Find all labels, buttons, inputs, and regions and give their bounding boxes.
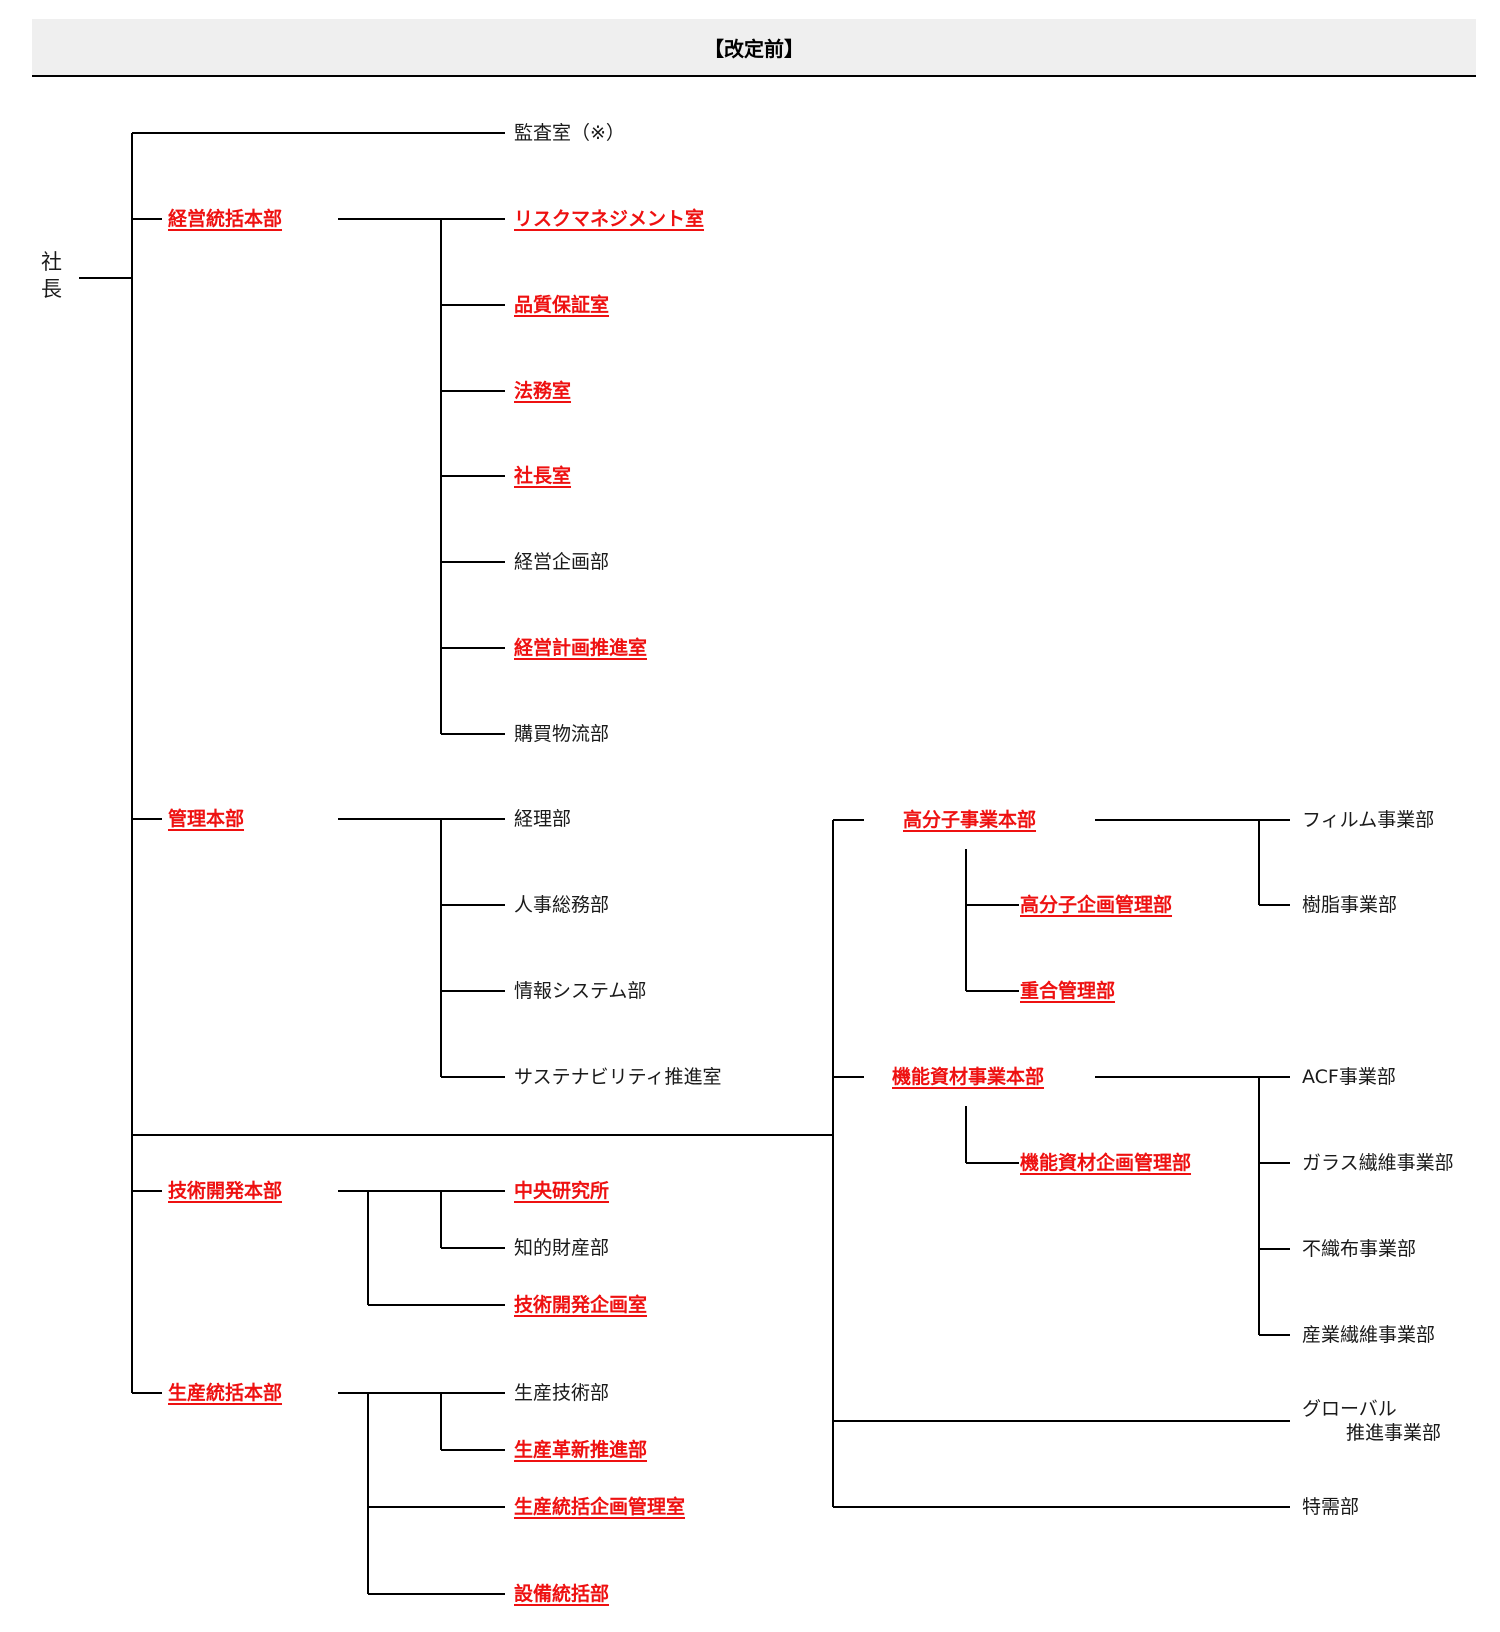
org-unit-information-systems: 情報システム部: [514, 980, 647, 1002]
functional-materials-hq: 機能資材事業本部: [892, 1066, 1045, 1088]
org-unit-film: フィルム事業部: [1302, 809, 1435, 831]
administration-hq: 管理本部: [168, 808, 245, 830]
org-unit-risk-management: リスクマネジメント室: [514, 208, 705, 230]
org-unit-special-demand: 特需部: [1302, 1496, 1360, 1518]
tech-dev-hq: 技術開発本部: [168, 1180, 283, 1202]
org-unit-production-innovation: 生産革新推進部: [514, 1439, 648, 1461]
org-unit-resin: 樹脂事業部: [1302, 894, 1398, 916]
org-unit-central-research: 中央研究所: [514, 1180, 610, 1202]
org-unit-acf: ACF事業部: [1302, 1066, 1396, 1088]
org-unit-sustainability: サステナビリティ推進室: [514, 1066, 722, 1088]
org-unit-facilities: 設備統括部: [514, 1583, 610, 1605]
management-integration-hq: 経営統括本部: [168, 208, 283, 230]
production-hq: 生産統括本部: [168, 1382, 283, 1404]
org-unit-polymerization: 重合管理部: [1020, 980, 1116, 1002]
org-unit-glass-fiber: ガラス繊維事業部: [1302, 1152, 1454, 1174]
org-unit-nonwoven: 不織布事業部: [1302, 1238, 1417, 1260]
page-title: 【改定前】: [704, 37, 804, 61]
org-unit-industrial-fiber: 産業繊維事業部: [1302, 1324, 1436, 1346]
org-unit-management-plan: 経営計画推進室: [514, 637, 648, 659]
header-bar: 【改定前】: [32, 19, 1476, 77]
org-unit-global-promotion-line2: 推進事業部: [1346, 1422, 1442, 1444]
org-unit-polymer-planning: 高分子企画管理部: [1020, 894, 1173, 916]
org-unit-corporate-planning: 経営企画部: [514, 551, 610, 573]
org-unit-production-planning: 生産統括企画管理室: [514, 1496, 686, 1518]
org-unit-quality-assurance: 品質保証室: [514, 294, 610, 316]
org-unit-legal: 法務室: [514, 380, 572, 402]
org-unit-president-office: 社長室: [514, 465, 572, 487]
org-unit-production-engineering: 生産技術部: [514, 1382, 610, 1404]
org-unit-accounting: 経理部: [514, 808, 572, 830]
audit-office: 監査室（※）: [514, 122, 625, 144]
org-unit-procurement-logistics: 購買物流部: [514, 723, 610, 745]
org-unit-functional-planning: 機能資材企画管理部: [1020, 1152, 1192, 1174]
org-unit-hr-general-affairs: 人事総務部: [514, 894, 610, 916]
org-unit-global-promotion-line1: グローバル: [1302, 1398, 1397, 1420]
polymer-hq: 高分子事業本部: [903, 809, 1037, 831]
org-unit-intellectual-property: 知的財産部: [514, 1237, 610, 1259]
org-unit-tech-dev-planning: 技術開発企画室: [514, 1294, 648, 1316]
president-label: 社 長: [41, 250, 62, 301]
